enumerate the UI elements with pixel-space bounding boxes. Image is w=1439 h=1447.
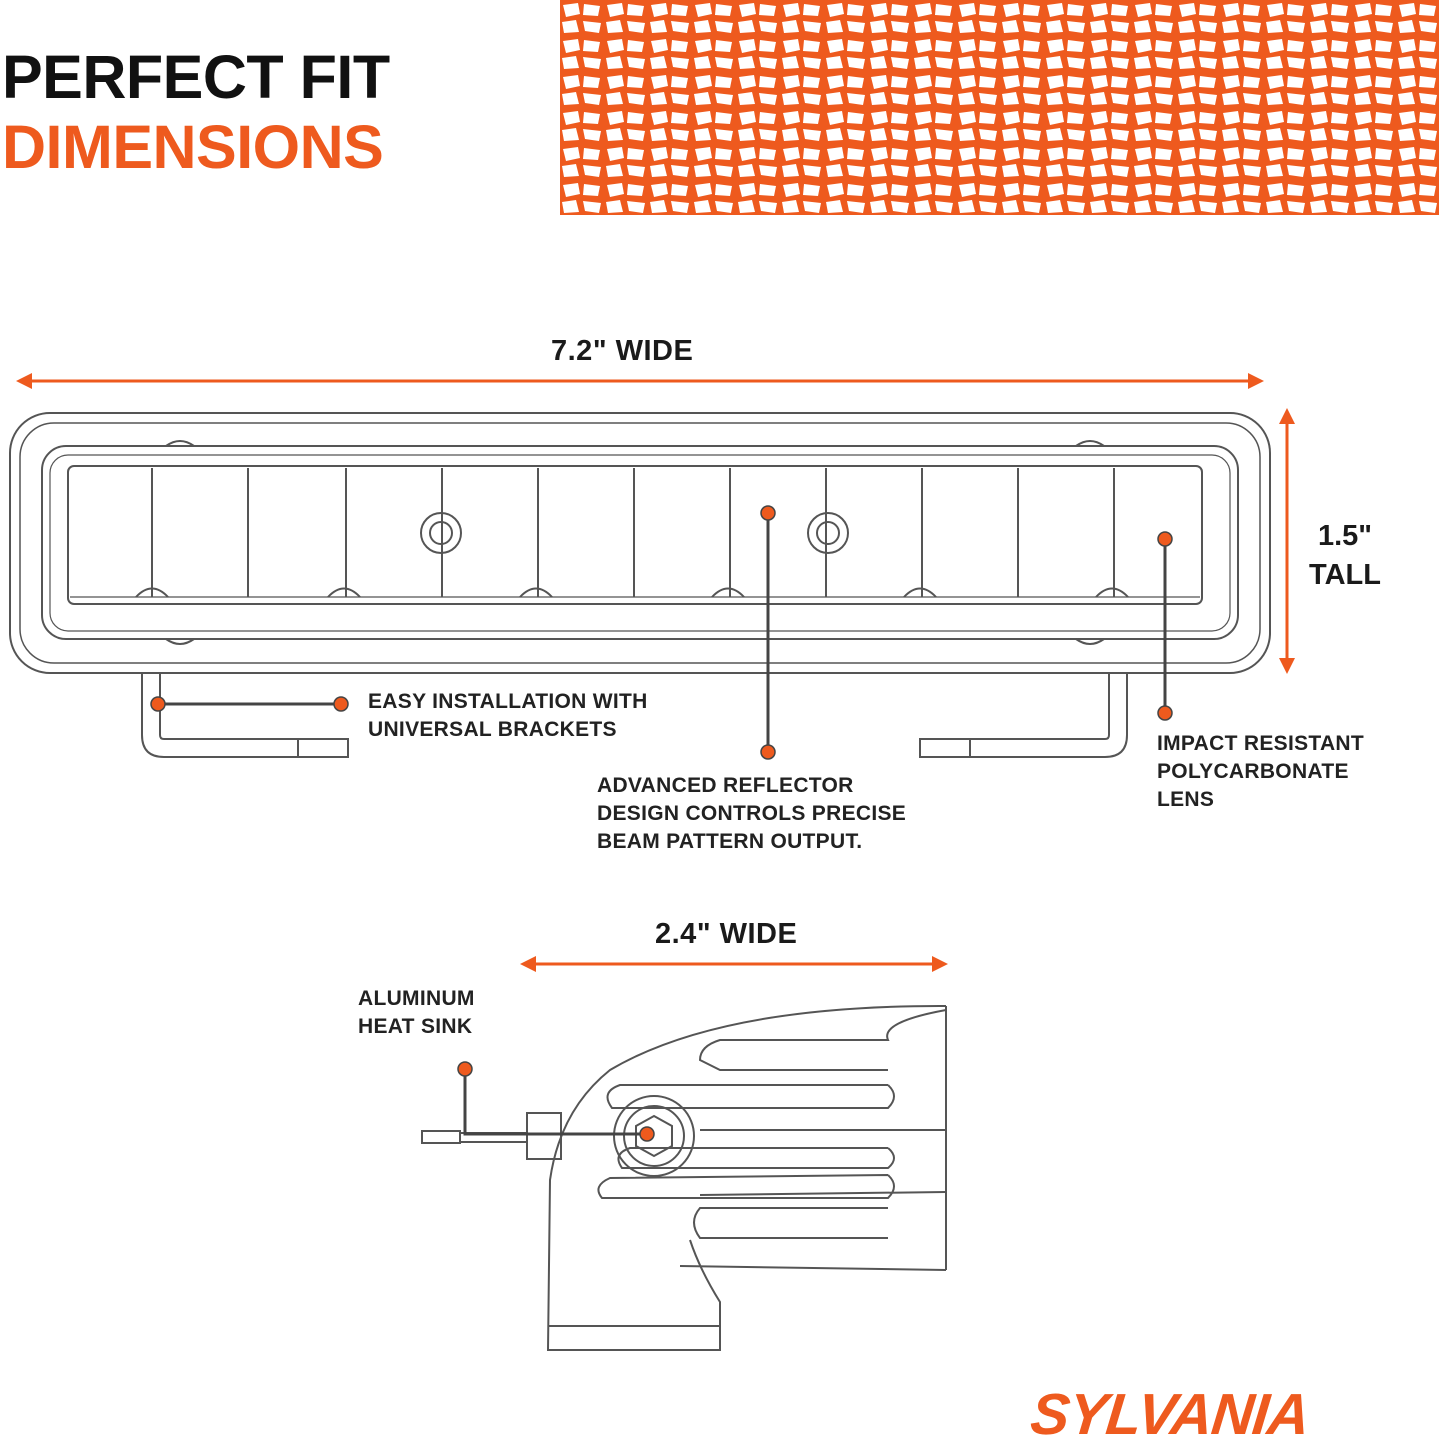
title-line-1: PERFECT FIT bbox=[2, 43, 390, 111]
light-bar-front-view bbox=[9, 412, 1271, 758]
heatsink-callout-dot bbox=[457, 1061, 473, 1077]
bracket-callout-dot-end bbox=[333, 696, 349, 712]
side-width-arrow bbox=[520, 956, 948, 972]
heatsink-callout-text: ALUMINUM HEAT SINK bbox=[358, 985, 475, 1041]
reflector-callout-dot-end bbox=[760, 744, 776, 760]
sylvania-logo: SYLVANIA bbox=[1027, 1382, 1313, 1447]
reflector-callout-line-1: ADVANCED REFLECTOR bbox=[597, 774, 854, 797]
lens-callout-dot-end bbox=[1157, 705, 1173, 721]
brackets-callout-line-2: UNIVERSAL BRACKETS bbox=[368, 718, 617, 741]
height-value: 1.5" bbox=[1317, 520, 1373, 552]
side-width-label: 2.4" WIDE bbox=[655, 918, 798, 950]
callout-leaders bbox=[150, 505, 1173, 760]
height-label: 1.5" TALL bbox=[1300, 517, 1390, 595]
height-unit: TALL bbox=[1309, 559, 1381, 591]
lens-callout-text: IMPACT RESISTANT POLYCARBONATE LENS bbox=[1157, 730, 1364, 814]
heatsink-callout-line-2: HEAT SINK bbox=[358, 1015, 473, 1038]
brackets-callout-line-1: EASY INSTALLATION WITH bbox=[368, 690, 648, 713]
reflector-callout-line-3: BEAM PATTERN OUTPUT. bbox=[597, 830, 863, 853]
reflector-callout-line-2: DESIGN CONTROLS PRECISE bbox=[597, 802, 907, 825]
bracket-callout-dot bbox=[150, 696, 166, 712]
heatsink-callout-dot-end bbox=[639, 1126, 655, 1142]
tire-tread-pattern bbox=[560, 0, 1439, 215]
brackets-callout-text: EASY INSTALLATION WITH UNIVERSAL BRACKET… bbox=[368, 688, 648, 744]
front-width-arrow bbox=[16, 373, 1264, 389]
lens-callout-dot bbox=[1157, 531, 1173, 547]
title-line-2: DIMENSIONS bbox=[2, 113, 384, 181]
lens-callout-line-2: POLYCARBONATE bbox=[1157, 760, 1349, 783]
heatsink-callout-line-1: ALUMINUM bbox=[358, 987, 475, 1010]
light-side-view bbox=[421, 1004, 947, 1351]
front-width-label: 7.2" WIDE bbox=[551, 335, 694, 367]
height-arrow bbox=[1279, 408, 1295, 674]
heatsink-callout bbox=[457, 1061, 655, 1142]
lens-callout-line-3: LENS bbox=[1157, 788, 1215, 811]
reflector-callout-dot bbox=[760, 505, 776, 521]
reflector-callout-text: ADVANCED REFLECTOR DESIGN CONTROLS PRECI… bbox=[597, 772, 906, 856]
lens-callout-line-1: IMPACT RESISTANT bbox=[1157, 732, 1365, 755]
